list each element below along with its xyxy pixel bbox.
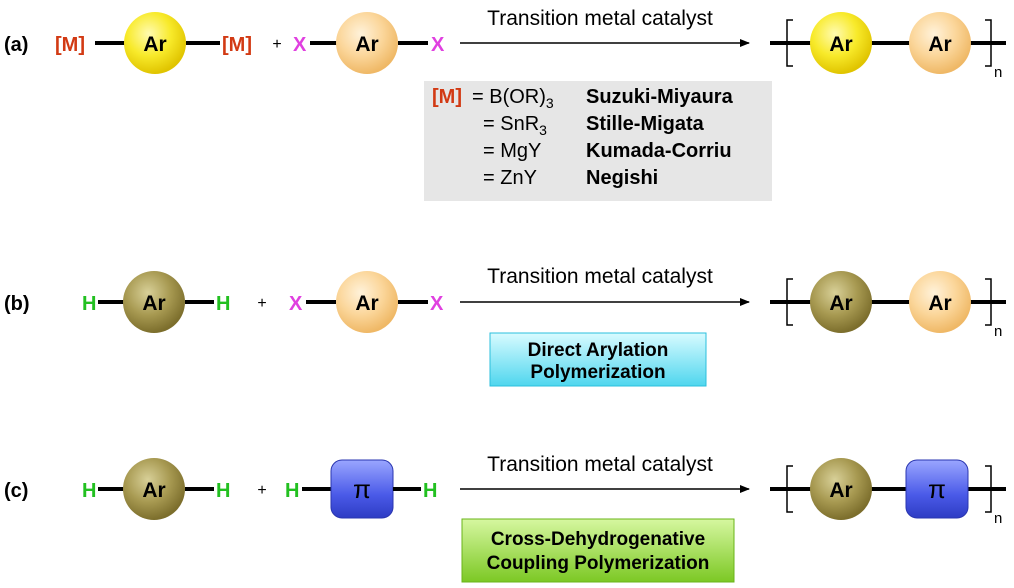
legend-coupling-name-2: Stille-Migata xyxy=(586,113,705,135)
method-badge-background xyxy=(489,332,707,387)
repeat-count: n xyxy=(994,64,1002,81)
hydrogen-right: H xyxy=(216,293,230,315)
aryl-label: Ar xyxy=(829,33,852,56)
method-name-line2: Polymerization xyxy=(530,362,665,383)
metal-reagent-legend: [M]= B(OR)3 Suzuki-Miyaura = SnR3 Stille-Mi… xyxy=(424,81,772,201)
aryl-label: Ar xyxy=(829,292,852,315)
method-badge-cdcp: Cross-Dehydrogenative Coupling Polymeriz… xyxy=(461,518,735,583)
legend-coupling-name-1: Suzuki-Miyaura xyxy=(586,86,734,108)
aryl-label: Ar xyxy=(355,292,378,315)
polymer-product: Ar π n xyxy=(770,458,1006,527)
hydrogen-right: H xyxy=(423,480,437,502)
aryl-label: Ar xyxy=(142,292,165,315)
aryl-monomer-1 xyxy=(124,12,186,74)
pi-repeat-unit xyxy=(905,459,969,519)
legend-box xyxy=(424,81,772,201)
aryl-repeat-unit-1 xyxy=(810,12,872,74)
repeat-count: n xyxy=(994,323,1002,340)
aryl-repeat-unit-1 xyxy=(810,271,872,333)
metal-group-left: [M] xyxy=(55,34,85,56)
method-badge-dap: Direct Arylation Polymerization xyxy=(489,332,707,387)
legend-reagent-4: = ZnY xyxy=(483,167,537,189)
halide-left: X xyxy=(293,34,307,56)
reaction-a-label: (a) xyxy=(4,34,28,56)
legend-reagent-1: [M]= B(OR)3 xyxy=(432,86,554,111)
legend-reagent-2: = SnR3 xyxy=(483,113,547,138)
method-badge-background xyxy=(461,518,735,583)
reaction-c: (c) H Ar H + H π H Transition metal cata… xyxy=(4,453,1006,583)
bracket-right xyxy=(985,19,992,67)
aryl-monomer-2 xyxy=(336,271,398,333)
reaction-c-label: (c) xyxy=(4,480,28,502)
aryl-repeat-unit xyxy=(810,458,872,520)
hydrogen-left: H xyxy=(82,293,96,315)
pi-label: π xyxy=(928,474,946,504)
plus-sign: + xyxy=(257,482,266,499)
hydrogen-right: H xyxy=(216,480,230,502)
aryl-monomer-1 xyxy=(123,271,185,333)
legend-coupling-name-3: Kumada-Corriu xyxy=(586,140,732,162)
pi-label: π xyxy=(353,474,371,504)
reaction-b-label: (b) xyxy=(4,293,30,315)
aryl-label: Ar xyxy=(829,479,852,502)
legend-metal-symbol: [M] xyxy=(432,86,462,108)
aryl-label: Ar xyxy=(142,479,165,502)
halide-right: X xyxy=(430,293,444,315)
reaction-b: (b) H Ar H + X Ar X Transition metal cat… xyxy=(4,265,1006,387)
bracket-right xyxy=(985,278,992,326)
polymer-product: Ar Ar n xyxy=(770,12,1006,81)
legend-reagent-3: = MgY xyxy=(483,140,541,162)
repeat-count: n xyxy=(994,510,1002,527)
aryl-label: Ar xyxy=(928,292,951,315)
bracket-left xyxy=(786,465,793,513)
hydrogen-left: H xyxy=(82,480,96,502)
plus-sign: + xyxy=(257,295,266,312)
aryl-label: Ar xyxy=(355,33,378,56)
plus-sign: + xyxy=(272,36,281,53)
metal-group-right: [M] xyxy=(222,34,252,56)
halide-left: X xyxy=(289,293,303,315)
bracket-left xyxy=(786,278,793,326)
method-name-line2: Coupling Polymerization xyxy=(487,553,710,574)
method-name-line1: Direct Arylation xyxy=(528,340,669,361)
bracket-right xyxy=(985,465,992,513)
catalyst-label: Transition metal catalyst xyxy=(487,7,713,30)
aryl-monomer-1 xyxy=(123,458,185,520)
method-name-line1: Cross-Dehydrogenative xyxy=(491,529,705,550)
aryl-label: Ar xyxy=(928,33,951,56)
catalyst-label: Transition metal catalyst xyxy=(487,265,713,288)
polymer-product: Ar Ar n xyxy=(770,271,1006,340)
aryl-label: Ar xyxy=(143,33,166,56)
aryl-monomer-2 xyxy=(336,12,398,74)
aryl-repeat-unit-2 xyxy=(909,271,971,333)
legend-coupling-name-4: Negishi xyxy=(586,167,658,189)
halide-right: X xyxy=(431,34,445,56)
catalyst-label: Transition metal catalyst xyxy=(487,453,713,476)
hydrogen-left: H xyxy=(285,480,299,502)
reaction-a: (a) [M] Ar [M] + X Ar X Transition metal… xyxy=(4,7,1006,201)
aryl-repeat-unit-2 xyxy=(909,12,971,74)
bracket-left xyxy=(786,19,793,67)
